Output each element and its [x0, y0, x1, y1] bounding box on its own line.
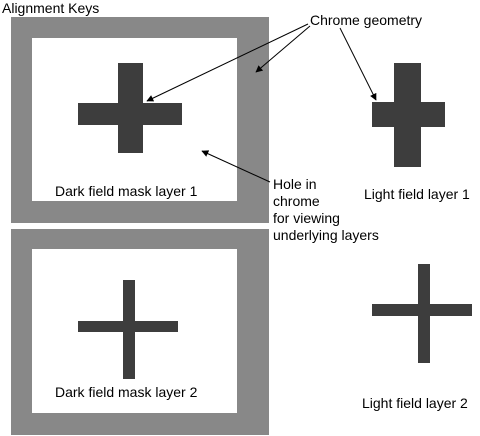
label-light-layer-2: Light field layer 2: [362, 395, 468, 411]
cross-dark-2-horizontal: [78, 321, 178, 332]
label-dark-layer-1: Dark field mask layer 1: [55, 183, 198, 199]
callout-hole-line-2: chrome: [273, 193, 320, 209]
callout-hole-line-4: underlying layers: [273, 227, 379, 243]
arrow-to-chrome-hole: [201, 150, 271, 183]
callout-hole-line-1: Hole in: [273, 176, 317, 192]
callout-hole-line-3: for viewing: [273, 210, 340, 226]
callout-hole-in-chrome: Hole in chrome for viewing underlying la…: [273, 176, 379, 244]
arrow-to-dark-cross: [146, 23, 309, 102]
callout-chrome-geometry: Chrome geometry: [310, 12, 423, 28]
cross-light-2-horizontal: [372, 304, 472, 316]
cross-light-1-horizontal: [372, 102, 445, 127]
arrow-to-light-cross: [339, 27, 377, 101]
arrow-to-chrome-frame: [255, 25, 311, 73]
label-light-layer-1: Light field layer 1: [364, 186, 470, 202]
label-dark-layer-2: Dark field mask layer 2: [55, 384, 198, 400]
diagram-title: Alignment Keys: [2, 0, 100, 16]
cross-dark-1-horizontal: [78, 103, 182, 125]
